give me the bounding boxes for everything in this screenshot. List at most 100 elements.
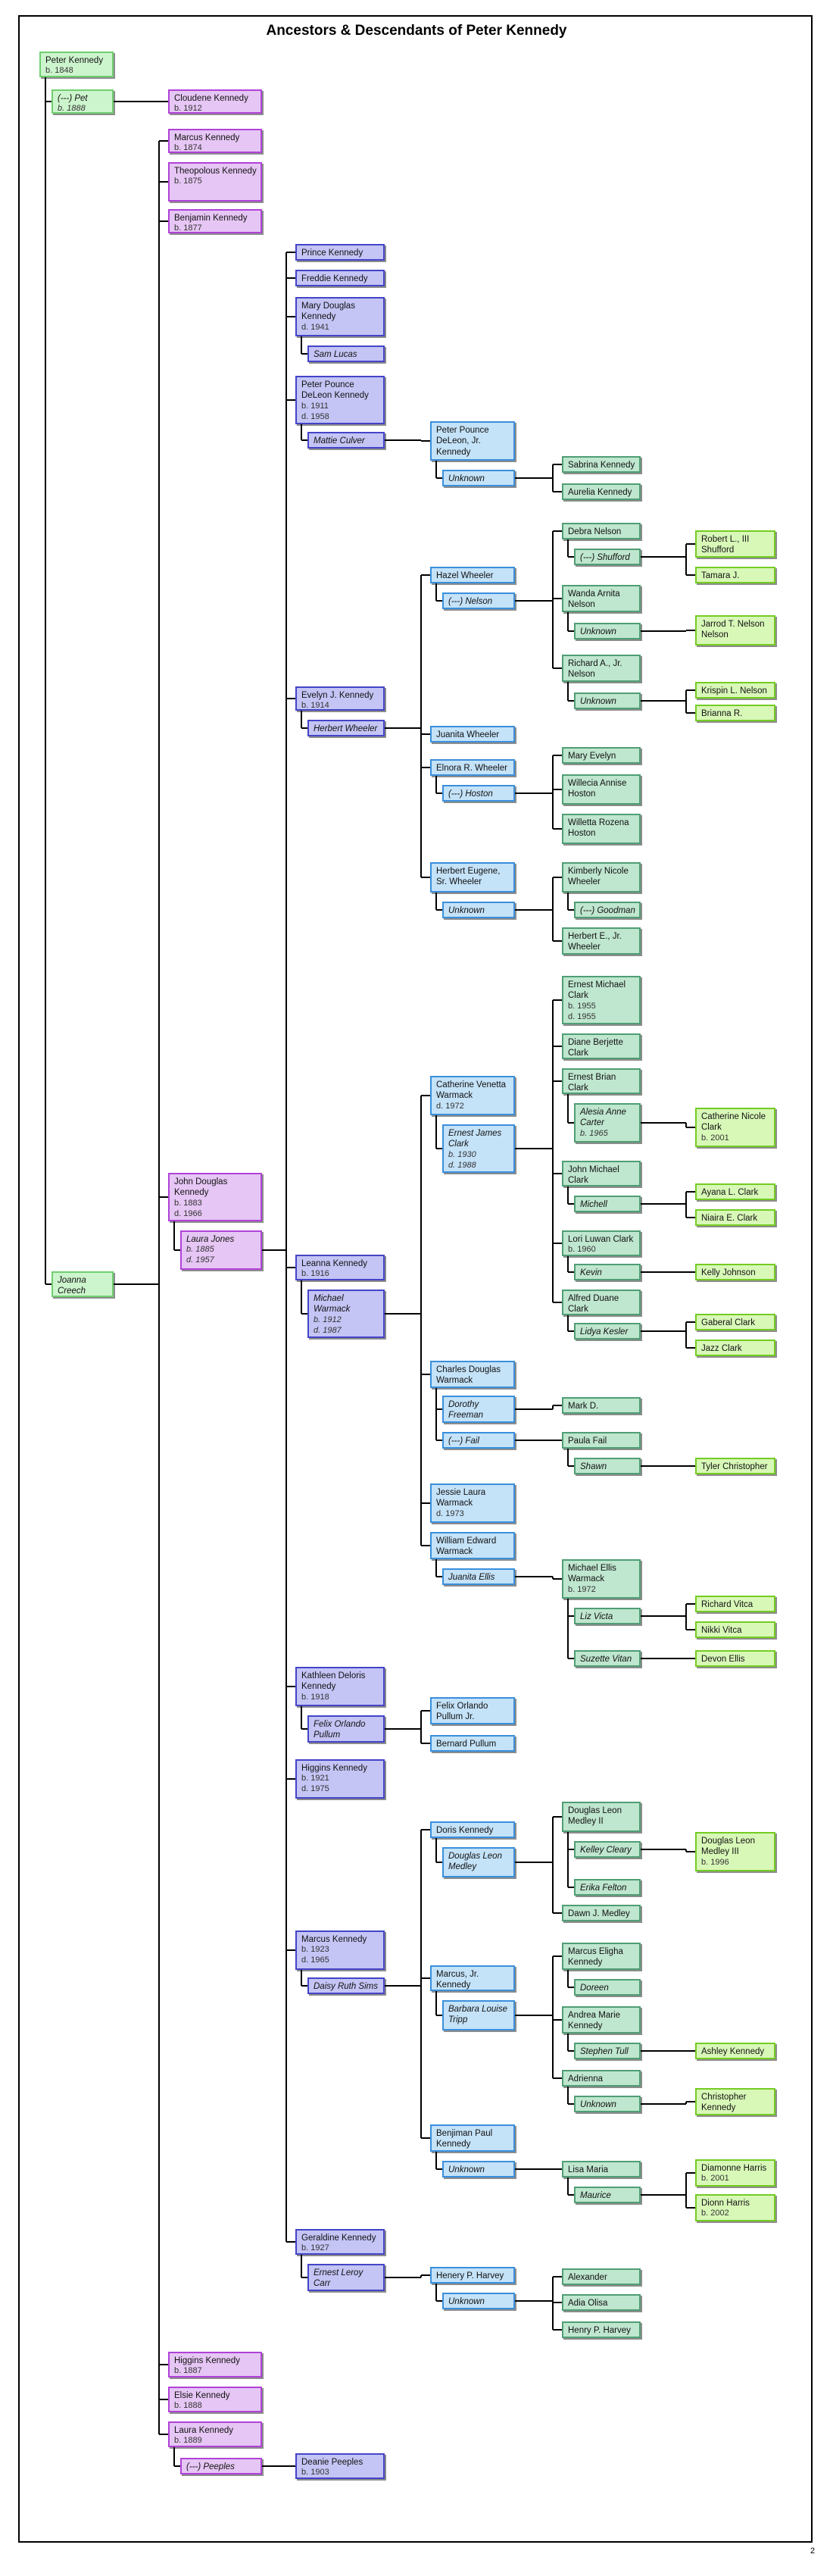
person-box[interactable]: Unknown bbox=[442, 470, 515, 486]
person-box[interactable]: Debra Nelson bbox=[562, 523, 641, 539]
person-box[interactable]: Christopher Kennedy bbox=[695, 2088, 775, 2115]
person-box[interactable]: (---) Goodman bbox=[574, 902, 641, 918]
person-box[interactable]: Krispin L. Nelson bbox=[695, 682, 775, 699]
person-box[interactable]: (---) Shufford bbox=[574, 549, 641, 565]
person-box[interactable]: Mary Evelyn Hoston bbox=[562, 747, 641, 764]
person-box[interactable]: Ayana L. Clark bbox=[695, 1183, 775, 1200]
person-box[interactable]: Brianna R. Nelson bbox=[695, 705, 775, 721]
person-box[interactable]: Herbert Eugene, Sr. Wheeler bbox=[430, 862, 515, 893]
person-box[interactable]: (---) Nelson bbox=[442, 592, 515, 609]
person-box[interactable]: Bernard Pullum bbox=[430, 1735, 515, 1752]
person-box[interactable]: Aurelia Kennedy bbox=[562, 483, 641, 500]
person-box[interactable]: (---) Hoston bbox=[442, 785, 515, 802]
person-box[interactable]: Kimberly Nicole Wheeler bbox=[562, 862, 641, 893]
person-box[interactable]: Dorothy Freeman bbox=[442, 1396, 515, 1423]
person-box[interactable]: Marcus Eligha Kennedy bbox=[562, 1943, 641, 1970]
person-box[interactable]: Wanda Arnita Nelson bbox=[562, 585, 641, 612]
person-box[interactable]: Kelley Cleary bbox=[574, 1841, 641, 1858]
person-box[interactable]: Gaberal Clark bbox=[695, 1314, 775, 1330]
person-box[interactable]: Sabrina Kennedy bbox=[562, 456, 641, 473]
person-box[interactable]: Hazel Wheeler bbox=[430, 567, 515, 583]
person-box[interactable]: Peter Pounce DeLeon, Jr. Kennedy bbox=[430, 421, 515, 461]
person-box[interactable]: Andrea Marie Kennedy bbox=[562, 2006, 641, 2034]
person-box[interactable]: (---) Peeples bbox=[180, 2458, 262, 2474]
person-box[interactable]: Douglas Leon Medley II bbox=[562, 1802, 641, 1832]
person-box[interactable]: Lidya Kesler bbox=[574, 1323, 641, 1340]
person-box[interactable]: Kevin Johnson bbox=[574, 1264, 641, 1280]
person-box[interactable]: Jarrod T. Nelson Nelson bbox=[695, 615, 775, 646]
person-box[interactable]: Devon Ellis bbox=[695, 1650, 775, 1667]
person-box[interactable]: Tyler Christopher bbox=[695, 1458, 775, 1474]
person-box[interactable]: Unknown bbox=[442, 902, 515, 918]
person-box[interactable]: Sam Lucas bbox=[307, 345, 385, 362]
person-box[interactable]: Juanita Ellis bbox=[442, 1568, 515, 1585]
person-box[interactable]: Henry P. Harvey bbox=[562, 2321, 641, 2338]
person-box[interactable]: Adia Olisa Harvey bbox=[562, 2294, 641, 2311]
person-box[interactable]: Freddie Kennedy bbox=[295, 270, 385, 286]
person-box[interactable]: Joanna Creechb. 1852 bbox=[51, 1271, 114, 1297]
person-box[interactable]: Richard Vitca bbox=[695, 1596, 775, 1612]
person-box[interactable]: Suzette Vitan bbox=[574, 1650, 641, 1667]
person-box[interactable]: Erika Felton bbox=[574, 1879, 641, 1896]
person-box[interactable]: Doris Kennedy bbox=[430, 1821, 515, 1838]
person-box[interactable]: (---) Fail bbox=[442, 1432, 515, 1449]
person-box[interactable]: Elnora R. Wheeler bbox=[430, 759, 515, 776]
person-box[interactable]: Paula Fail bbox=[562, 1432, 641, 1449]
person-box[interactable]: Felix Orlando Pullum bbox=[307, 1715, 385, 1743]
person-box[interactable]: Kelly Johnson bbox=[695, 1264, 775, 1280]
person-box[interactable]: Niaira E. Clark bbox=[695, 1209, 775, 1226]
person-box[interactable]: Unknown bbox=[574, 2096, 641, 2112]
person-box[interactable]: Robert L., III Shufford bbox=[695, 530, 775, 558]
person-box[interactable]: Benjiman Paul Kennedy bbox=[430, 2124, 515, 2152]
person-box[interactable]: Ernest Leroy Carr bbox=[307, 2264, 385, 2291]
person-box[interactable]: Michell Foxwell bbox=[574, 1196, 641, 1212]
person-box[interactable]: Charles Douglas Warmack bbox=[430, 1361, 515, 1388]
person-box[interactable]: Prince Kennedy bbox=[295, 244, 385, 261]
person-box[interactable]: Mattie Culver bbox=[307, 432, 385, 449]
person-box[interactable]: Juanita Wheeler bbox=[430, 726, 515, 742]
person-box[interactable]: Willecia Annise Hoston bbox=[562, 774, 641, 805]
person-box[interactable]: Daisy Ruth Sims bbox=[307, 1977, 385, 1994]
person-box[interactable]: Tamara J. Shufford bbox=[695, 567, 775, 583]
person-box[interactable]: Liz Victa bbox=[574, 1608, 641, 1624]
person-box[interactable]: Unknown bbox=[442, 2293, 515, 2309]
person-box[interactable]: Alexander Harvey bbox=[562, 2268, 641, 2285]
person-box[interactable]: Doreen Boateng bbox=[574, 1979, 641, 1996]
person-box[interactable]: Shawn Baynard bbox=[574, 1458, 641, 1474]
person-box[interactable]: Barbara Louise Tripp bbox=[442, 2000, 515, 2030]
person-box[interactable]: Dawn J. Medley bbox=[562, 1905, 641, 1921]
person-box[interactable]: Mark D. Warmack bbox=[562, 1397, 641, 1414]
person-box[interactable]: Richard A., Jr. Nelson bbox=[562, 655, 641, 682]
person-box[interactable]: William Edward Warmack bbox=[430, 1532, 515, 1559]
